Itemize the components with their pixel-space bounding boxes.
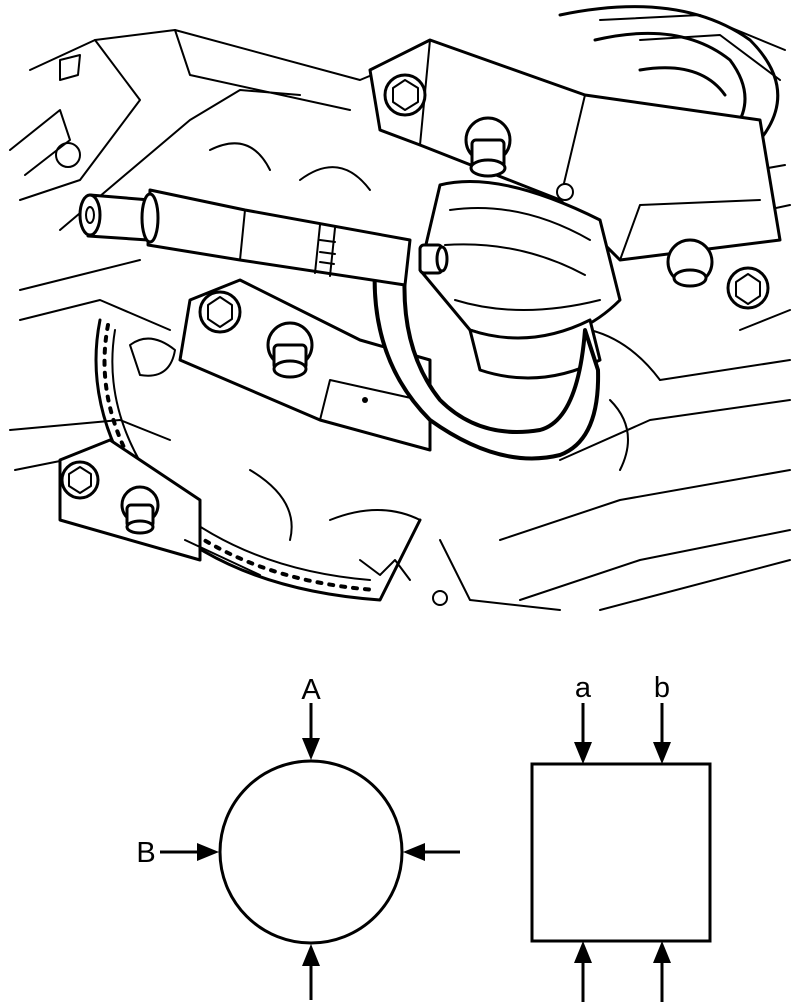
main-bearing-cap-lower	[58, 278, 432, 576]
arrow-top-b	[653, 703, 671, 764]
arrow-bottom-a	[574, 941, 592, 1002]
crankshaft-micrometer-illustration	[9, 5, 791, 611]
arrow-left-B	[160, 843, 219, 861]
main-bearing-cap-upper	[368, 38, 782, 310]
label-A: A	[301, 674, 321, 706]
arrow-top-A	[302, 703, 320, 760]
journal-circle	[218, 759, 404, 945]
arrow-bottom-b	[653, 941, 671, 1002]
arrow-top-a	[574, 703, 592, 764]
upper-flange	[558, 5, 780, 177]
journal-profile-diagram: a b	[530, 672, 712, 1002]
journal-cross-section-diagram: A B	[136, 674, 460, 1000]
label-b: b	[654, 672, 670, 704]
label-B: B	[136, 837, 155, 869]
crankshaft-journal	[418, 180, 622, 380]
arrow-bottom	[302, 944, 320, 1000]
micrometer	[78, 188, 601, 461]
arrow-right	[403, 843, 460, 861]
journal-profile-square	[530, 762, 712, 943]
label-a: a	[575, 672, 592, 704]
crankcase-outline	[9, 14, 791, 611]
